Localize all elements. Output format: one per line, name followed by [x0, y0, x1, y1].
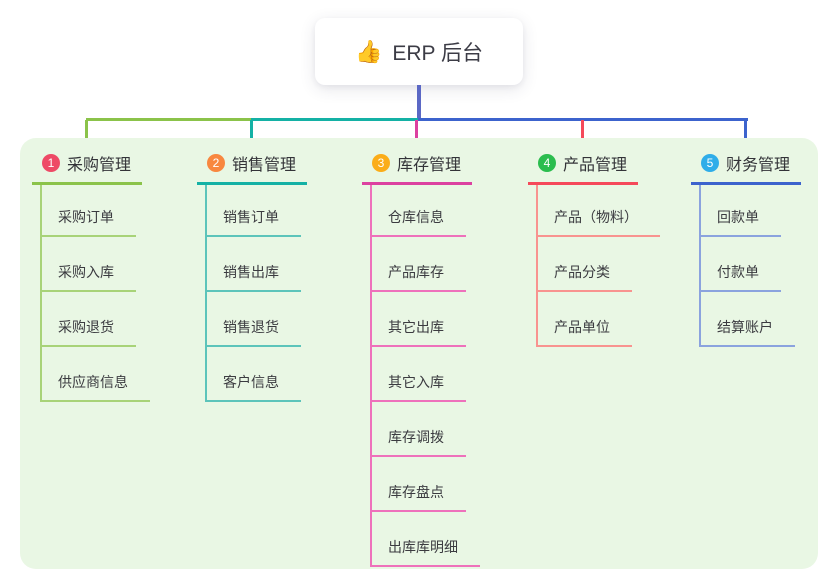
branches-panel: 1 采购管理 采购订单 采购入库 采购退货 供应商信息 2 销售管理 销售订单 …	[20, 138, 818, 569]
branch-children: 销售订单 销售出库 销售退货 客户信息	[205, 185, 307, 402]
connector-branch-drop-4	[581, 120, 584, 143]
branch-column-5: 5 财务管理 回款单 付款单 结算账户	[691, 151, 801, 347]
child-node[interactable]: 仓库信息	[372, 185, 466, 237]
child-node-label: 销售退货	[223, 319, 279, 335]
branch-column-3: 3 库存管理 仓库信息 产品库存 其它出库 其它入库 库存调拨 库存盘点 出库库…	[362, 151, 480, 567]
branch-children: 回款单 付款单 结算账户	[699, 185, 801, 347]
child-node[interactable]: 产品库存	[372, 237, 466, 292]
thumbs-up-icon: 👍	[354, 38, 383, 64]
child-node[interactable]: 结算账户	[701, 292, 795, 347]
branch-title[interactable]: 4 产品管理	[528, 151, 638, 185]
child-node[interactable]: 产品单位	[538, 292, 632, 347]
branch-title-label: 库存管理	[397, 157, 462, 174]
child-node[interactable]: 库存盘点	[372, 457, 466, 512]
branch-number-badge: 5	[701, 154, 719, 172]
connector-branch-drop-5	[744, 120, 747, 143]
branch-title[interactable]: 5 财务管理	[691, 151, 801, 185]
branch-title-label: 采购管理	[67, 157, 132, 174]
branch-children: 产品（物料） 产品分类 产品单位	[536, 185, 660, 347]
child-node-label: 供应商信息	[58, 374, 128, 390]
child-node-label: 产品（物料）	[554, 209, 638, 225]
branch-column-1: 1 采购管理 采购订单 采购入库 采购退货 供应商信息	[32, 151, 150, 402]
branch-title[interactable]: 3 库存管理	[362, 151, 472, 185]
child-node-label: 产品库存	[388, 264, 444, 280]
child-node[interactable]: 产品（物料）	[538, 185, 660, 237]
child-node-label: 客户信息	[223, 374, 279, 390]
child-node[interactable]: 回款单	[701, 185, 781, 237]
child-node-label: 产品分类	[554, 264, 610, 280]
connector-rail-left	[86, 118, 251, 121]
connector-branch-drop-3	[415, 120, 418, 143]
child-node-label: 结算账户	[717, 319, 773, 335]
child-node-label: 出库库明细	[388, 539, 458, 555]
connector-rail-mid	[251, 118, 418, 121]
child-node-label: 销售出库	[223, 264, 279, 280]
branch-children: 采购订单 采购入库 采购退货 供应商信息	[40, 185, 150, 402]
child-node-label: 采购退货	[58, 319, 114, 335]
child-node[interactable]: 采购退货	[42, 292, 136, 347]
branch-column-2: 2 销售管理 销售订单 销售出库 销售退货 客户信息	[197, 151, 307, 402]
branch-number-badge: 1	[42, 154, 60, 172]
branch-number-badge: 4	[538, 154, 556, 172]
child-node[interactable]: 其它出库	[372, 292, 466, 347]
branch-children: 仓库信息 产品库存 其它出库 其它入库 库存调拨 库存盘点 出库库明细	[370, 185, 480, 567]
branch-title-label: 财务管理	[726, 157, 791, 174]
child-node[interactable]: 产品分类	[538, 237, 632, 292]
child-node[interactable]: 销售出库	[207, 237, 301, 292]
child-node-label: 产品单位	[554, 319, 610, 335]
child-node[interactable]: 库存调拨	[372, 402, 466, 457]
child-node[interactable]: 客户信息	[207, 347, 301, 402]
child-node[interactable]: 其它入库	[372, 347, 466, 402]
child-node[interactable]: 销售订单	[207, 185, 301, 237]
child-node[interactable]: 出库库明细	[372, 512, 480, 567]
child-node-label: 采购订单	[58, 209, 114, 225]
child-node-label: 销售订单	[223, 209, 279, 225]
branch-title[interactable]: 2 销售管理	[197, 151, 307, 185]
connector-rail-right	[418, 118, 748, 121]
child-node-label: 付款单	[717, 264, 759, 280]
child-node-label: 回款单	[717, 209, 759, 225]
child-node-label: 采购入库	[58, 264, 114, 280]
child-node[interactable]: 采购入库	[42, 237, 136, 292]
child-node[interactable]: 付款单	[701, 237, 781, 292]
child-node-label: 其它出库	[388, 319, 444, 335]
child-node-label: 仓库信息	[388, 209, 444, 225]
root-node-label: ERP 后台	[392, 41, 484, 65]
branch-number-badge: 2	[207, 154, 225, 172]
child-node[interactable]: 销售退货	[207, 292, 301, 347]
child-node-label: 其它入库	[388, 374, 444, 390]
connector-root-drop	[417, 85, 421, 119]
root-node[interactable]: 👍 ERP 后台	[315, 18, 523, 85]
branch-title-label: 销售管理	[232, 157, 297, 174]
branch-title-label: 产品管理	[563, 157, 628, 174]
connector-branch-drop-2	[250, 120, 253, 143]
child-node-label: 库存盘点	[388, 484, 444, 500]
branch-title[interactable]: 1 采购管理	[32, 151, 142, 185]
connector-branch-drop-1	[85, 120, 88, 143]
child-node[interactable]: 采购订单	[42, 185, 136, 237]
child-node-label: 库存调拨	[388, 429, 444, 445]
branch-column-4: 4 产品管理 产品（物料） 产品分类 产品单位	[528, 151, 660, 347]
branch-number-badge: 3	[372, 154, 390, 172]
child-node[interactable]: 供应商信息	[42, 347, 150, 402]
